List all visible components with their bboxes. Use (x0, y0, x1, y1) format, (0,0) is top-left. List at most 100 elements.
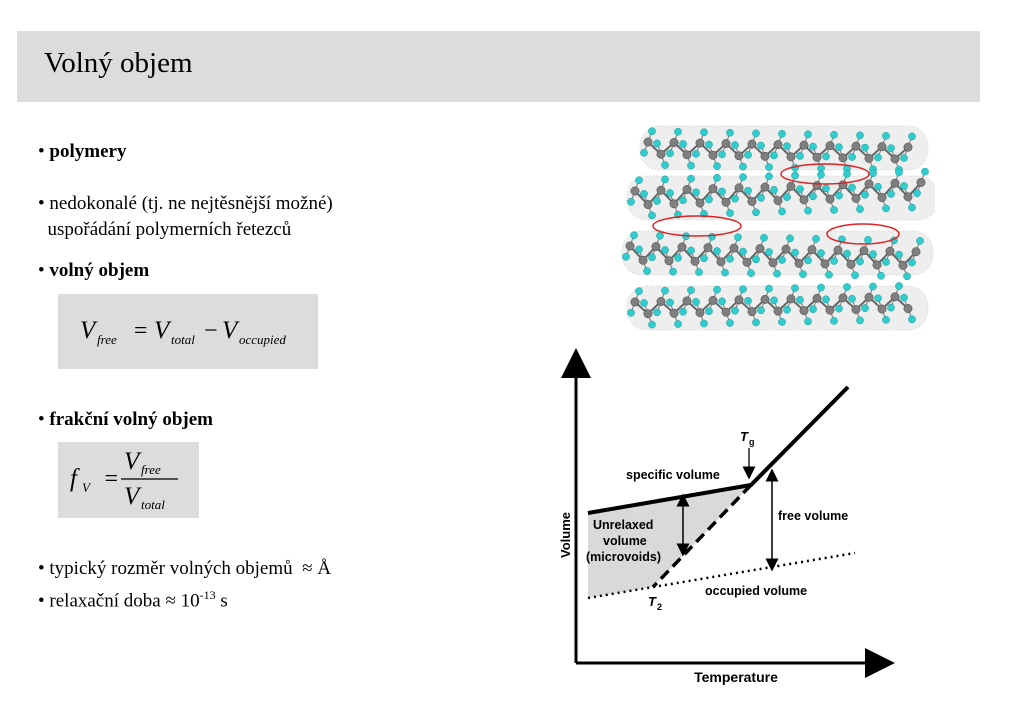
bullet-polymery: • polymery (38, 141, 127, 162)
f1-eq: = (134, 318, 148, 344)
hydrogen-atom (848, 294, 856, 303)
carbon-atom (651, 242, 661, 251)
hydrogen-atom (635, 287, 643, 296)
carbon-atom (760, 294, 770, 304)
carbon-atom (846, 259, 856, 269)
hydrogen-atom (900, 182, 908, 190)
hydrogen-atom (856, 131, 864, 140)
carbon-atom (695, 198, 705, 208)
carbon-atom (682, 150, 692, 160)
hydrogen-atom (861, 143, 869, 152)
hydrogen-atom (666, 189, 674, 197)
hydrogen-atom (856, 257, 864, 266)
hydrogen-atom (817, 164, 825, 173)
hydrogen-atom (908, 258, 916, 267)
carbon-atom (916, 177, 926, 187)
carbon-atom (747, 197, 757, 206)
t2-label: T (648, 594, 657, 609)
hydrogen-atom (796, 185, 804, 193)
hydrogen-atom (692, 298, 700, 306)
carbon-atom (755, 244, 765, 254)
hydrogen-atom (770, 186, 778, 194)
bullet-typical-size-value: ≈ Å (302, 558, 332, 579)
hydrogen-atom (627, 308, 635, 317)
hydrogen-atom (739, 247, 747, 256)
page-title: Volný objem (44, 47, 193, 79)
carbon-atom (807, 245, 817, 255)
hydrogen-atom (666, 149, 674, 158)
hydrogen-atom (765, 163, 773, 171)
free-volume-formula: V free = V total − V occupied (58, 294, 318, 369)
hydrogen-atom (731, 306, 739, 315)
hydrogen-atom (687, 161, 695, 170)
hydrogen-atom (887, 303, 895, 312)
hydrogen-atom (830, 257, 838, 265)
free-volume-formula-svg: V free = V total − V occupied (80, 317, 286, 347)
hydrogen-atom (830, 317, 838, 325)
f1-sub-occupied: occupied (239, 332, 286, 347)
hydrogen-atom (908, 132, 916, 141)
hydrogen-atom (817, 170, 825, 179)
bullet-imperfect-line1: nedokonalé (tj. ne nejtěsnější možné) (49, 193, 333, 214)
carbon-atom (851, 305, 861, 315)
unrelaxed-label-1: Unrelaxed (593, 518, 653, 532)
carbon-atom (825, 194, 835, 204)
hydrogen-atom (726, 255, 734, 263)
hydrogen-atom (783, 142, 791, 150)
f2-den-sub: total (141, 497, 165, 512)
carbon-atom (872, 260, 882, 270)
hydrogen-atom (882, 258, 890, 266)
hydrogen-atom (861, 304, 869, 312)
carbon-atom (851, 141, 861, 151)
hydrogen-atom (635, 245, 643, 254)
hydrogen-atom (835, 191, 843, 200)
carbon-atom (812, 293, 822, 303)
carbon-atom (794, 258, 804, 268)
hydrogen-atom (843, 170, 851, 178)
hydrogen-atom (869, 282, 877, 291)
hydrogen-atom (843, 283, 851, 291)
hydrogen-atom (726, 319, 734, 327)
bullet-free-volume-text: volný objem (49, 260, 150, 281)
hydrogen-atom (700, 319, 708, 328)
bullet-relaxation-unit: s (215, 590, 228, 612)
hydrogen-atom (791, 171, 799, 180)
hydrogen-atom (903, 272, 911, 281)
hydrogen-atom (726, 209, 734, 217)
hydrogen-atom (721, 268, 729, 277)
hydrogen-atom (887, 190, 895, 198)
carbon-atom (643, 137, 653, 147)
hydrogen-atom (822, 295, 830, 304)
hydrogen-atom (804, 130, 812, 139)
carbon-atom (643, 200, 653, 210)
tg-label: T (740, 429, 749, 444)
carbon-atom (747, 307, 757, 317)
carbon-atom (864, 179, 874, 189)
carbon-atom (833, 245, 843, 255)
carbon-atom (838, 153, 848, 163)
carbon-atom (760, 182, 770, 192)
hydrogen-atom (674, 253, 682, 262)
fractional-formula-svg: f V = V free V total (70, 448, 178, 512)
polymer-chains-image (621, 125, 935, 331)
hydrogen-atom (861, 190, 869, 199)
hydrogen-atom (653, 197, 661, 205)
void-ellipse-2 (652, 215, 742, 237)
void-ellipse-3 (826, 223, 900, 245)
hydrogen-atom (739, 162, 747, 171)
bullet-free-volume: • volný objem (38, 260, 150, 281)
carbon-atom (695, 308, 705, 318)
carbon-atom (877, 193, 887, 203)
hydrogen-atom (895, 250, 903, 259)
carbon-atom (630, 297, 640, 307)
carbon-atom (838, 180, 848, 190)
hydrogen-atom (656, 231, 664, 240)
hydrogen-atom (661, 175, 669, 184)
hydrogen-atom (666, 298, 674, 307)
hydrogen-atom (809, 142, 817, 151)
hydrogen-atom (739, 173, 747, 181)
hydrogen-atom (830, 130, 838, 139)
hydrogen-atom (799, 270, 807, 279)
hydrogen-atom (765, 248, 773, 256)
hydrogen-atom (679, 307, 687, 316)
